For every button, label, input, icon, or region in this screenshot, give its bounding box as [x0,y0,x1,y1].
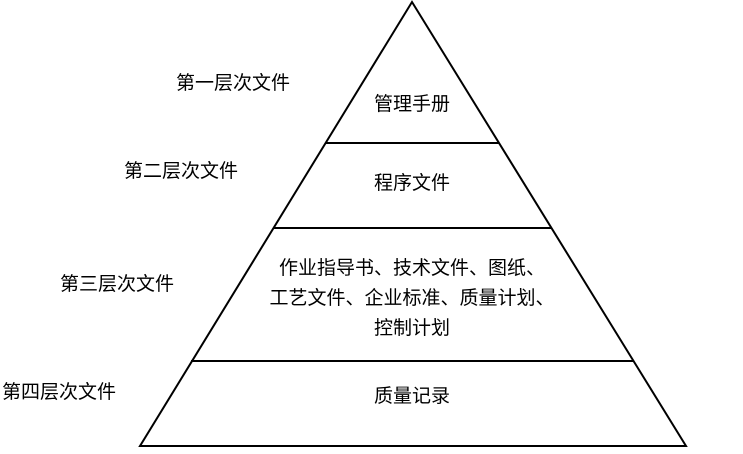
level-label-4: 第四层次文件 [2,381,117,403]
level-label-1: 第一层次文件 [176,72,291,94]
tier-4-line: 质量记录 [373,385,450,407]
tier-3-content: 作业指导书、技术文件、图纸、 工艺文件、企业标准、质量计划、 控制计划 [232,253,592,343]
tier-4-content: 质量记录 [312,381,512,411]
tier-1-content: 管理手册 [312,89,512,119]
level-label-3: 第三层次文件 [60,273,175,295]
tier-3-line-2: 工艺文件、企业标准、质量计划、 [269,287,555,309]
tier-3-line-1: 作业指导书、技术文件、图纸、 [278,257,545,279]
tier-1-line: 管理手册 [373,93,450,115]
tier-2-content: 程序文件 [312,168,512,198]
tier-3-line-3: 控制计划 [373,317,450,339]
pyramid-outline [138,0,688,447]
level-label-2: 第二层次文件 [124,160,239,182]
tier-2-line: 程序文件 [373,172,450,194]
